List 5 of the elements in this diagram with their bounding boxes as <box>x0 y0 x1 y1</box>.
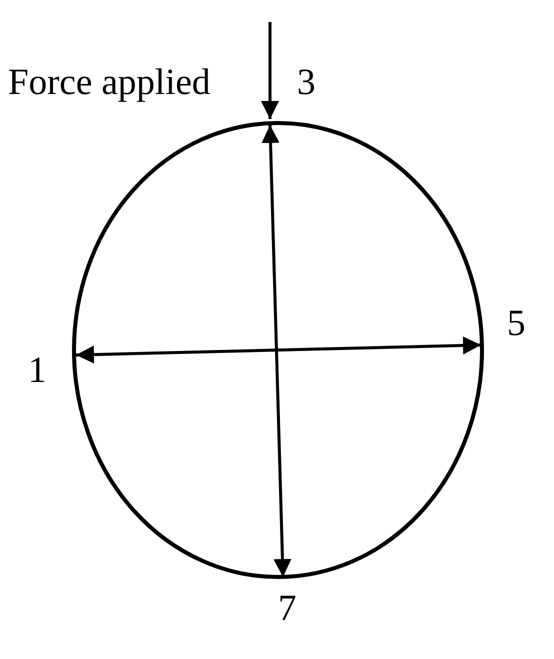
point-number: 1 <box>28 352 46 389</box>
force-label: Force applied <box>8 64 210 101</box>
point-number: 5 <box>507 305 526 342</box>
point-number: 3 <box>297 64 316 101</box>
point-number: 7 <box>278 590 296 627</box>
